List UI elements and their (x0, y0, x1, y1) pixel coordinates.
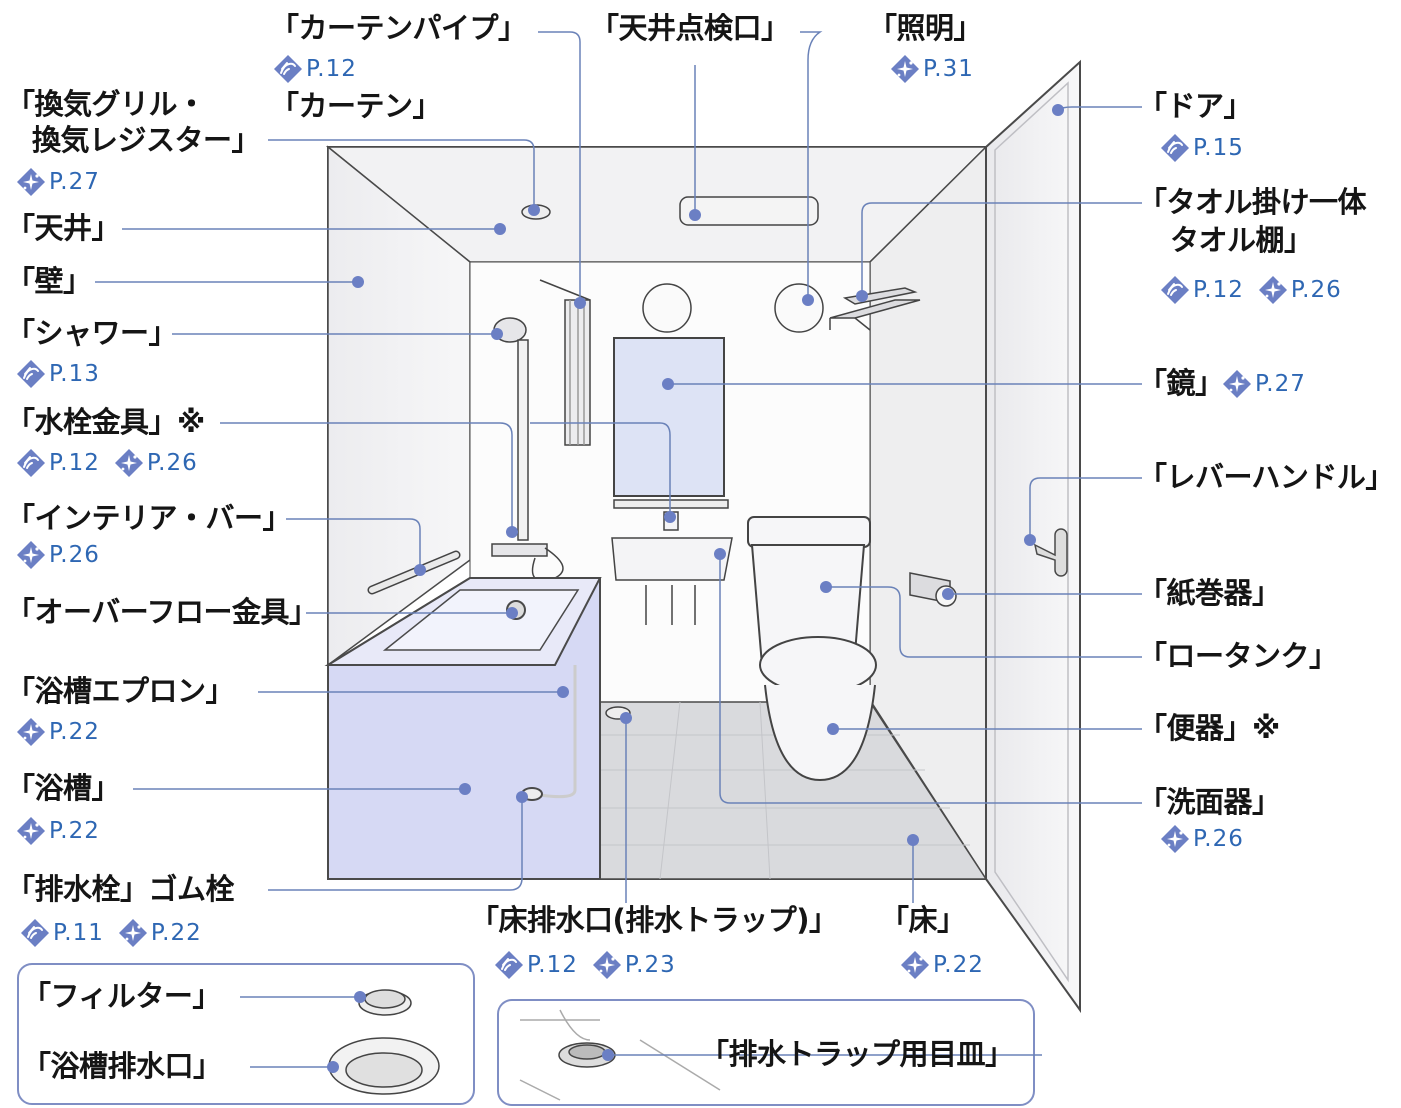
bathtub-drawing (324, 577, 602, 880)
leader-lines (95, 31, 1142, 1068)
label-mirror: 「鏡」 (1138, 366, 1224, 400)
sparkle-clean-icon (592, 950, 622, 980)
label-interior-bar: 「インテリア・バー」 (6, 501, 292, 535)
shower-drawing (491, 317, 564, 582)
ref-door[interactable]: P.15 (1160, 133, 1258, 163)
label-apron: 「浴槽エプロン」 (6, 674, 235, 708)
label-door: 「ドア」 (1138, 89, 1253, 123)
hand-wipe-icon (1160, 133, 1190, 163)
ref-apron[interactable]: P.22 (16, 717, 114, 747)
label-lever-handle: 「レバーハンドル」 (1138, 460, 1394, 494)
label-curtain-pipe: 「カーテンパイプ」 (270, 11, 527, 45)
ref-shower[interactable]: P.13 (16, 359, 114, 389)
label-ceiling: 「天井」 (6, 211, 121, 245)
sparkle-clean-icon (16, 540, 46, 570)
ref-lighting[interactable]: P.31 (890, 54, 988, 84)
label-curtain: 「カーテン」 (270, 89, 442, 123)
sparkle-clean-icon (890, 54, 920, 84)
label-towel-2: タオル棚」 (1170, 223, 1313, 257)
hand-wipe-icon (20, 918, 50, 948)
sparkle-clean-icon (118, 918, 148, 948)
sparkle-clean-icon (114, 448, 144, 478)
label-bathtub: 「浴槽」 (6, 771, 121, 805)
hand-wipe-icon (16, 448, 46, 478)
label-ceiling-hatch: 「天井点検口」 (590, 11, 790, 45)
label-towel: 「タオル掛け一体 (1138, 185, 1367, 219)
sparkle-clean-icon (16, 167, 46, 197)
tub-drain-drawing (328, 1037, 440, 1095)
label-washbasin: 「洗面器」 (1138, 785, 1281, 819)
sparkle-clean-icon (1160, 824, 1190, 854)
sparkle-clean-icon (1258, 275, 1288, 305)
ref-interior-bar[interactable]: P.26 (16, 540, 114, 570)
ref-floor[interactable]: P.22 (900, 950, 998, 980)
label-floor: 「床」 (880, 903, 966, 937)
label-drain-plug: 「排水栓」ゴム栓 (6, 872, 235, 906)
label-wall: 「壁」 (6, 264, 92, 298)
sparkle-clean-icon (16, 717, 46, 747)
label-tub-drain: 「浴槽排水口」 (22, 1049, 222, 1083)
ref-vent[interactable]: P.27 (16, 167, 114, 197)
sparkle-clean-icon (900, 950, 930, 980)
label-toilet: 「便器」※ (1138, 711, 1280, 745)
label-overflow: 「オーバーフロー金具」 (6, 595, 318, 629)
sparkle-clean-icon (16, 816, 46, 846)
ref-curtain-pipe[interactable]: P.12 (273, 54, 371, 84)
hand-wipe-icon (494, 950, 524, 980)
sparkle-clean-icon (1222, 369, 1252, 399)
label-shower: 「シャワー」 (6, 316, 178, 350)
label-vent-2: 換気レジスター」 (32, 123, 261, 157)
hand-wipe-icon (16, 359, 46, 389)
label-paper-holder: 「紙巻器」 (1138, 576, 1281, 610)
ref-bathtub[interactable]: P.22 (16, 816, 114, 846)
label-trap-plate: 「排水トラップ用目皿」 (700, 1037, 1014, 1071)
label-vent: 「換気グリル・ (6, 87, 206, 121)
label-filter: 「フィルター」 (22, 979, 221, 1013)
hand-wipe-icon (273, 54, 303, 84)
label-faucet: 「水栓金具」※ (6, 405, 205, 439)
label-lighting: 「照明」 (868, 11, 983, 45)
label-floor-drain: 「床排水口(排水トラップ)」 (470, 903, 838, 937)
toilet-drawing (747, 516, 877, 782)
ref-mirror[interactable]: P.27 (1222, 369, 1320, 399)
hand-wipe-icon (1160, 275, 1190, 305)
trap-plate-drawing (519, 1009, 721, 1101)
label-low-tank: 「ロータンク」 (1138, 639, 1338, 673)
ref-washbasin[interactable]: P.26 (1160, 824, 1258, 854)
filter-drawing (358, 989, 412, 1016)
leader-dots (327, 104, 1064, 1073)
